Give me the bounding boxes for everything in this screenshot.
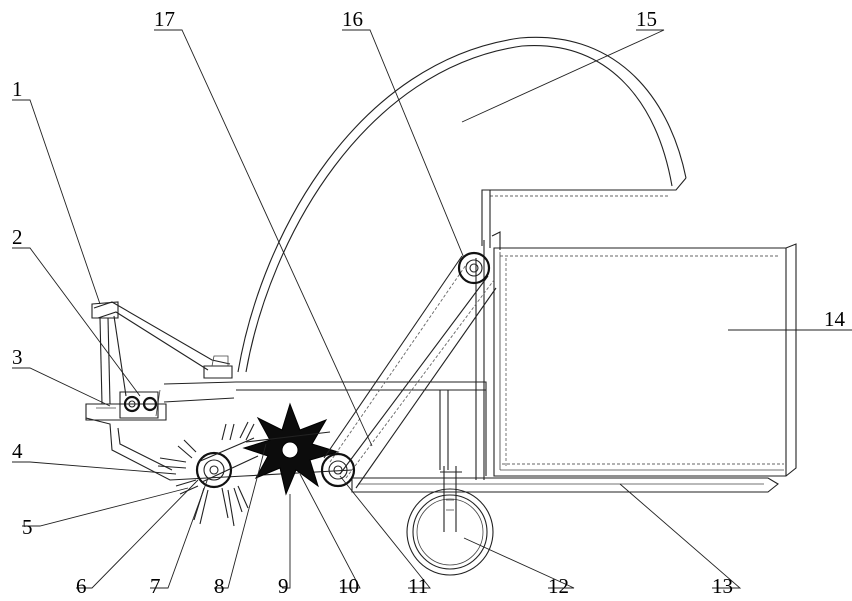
label-16: 16: [342, 7, 363, 31]
bearing-block: [85, 391, 167, 421]
part-labels: 1 2 3 4 5 6 7 8 9 10 11 12 13 14 15 16 1…: [12, 7, 846, 598]
label-7: 7: [150, 574, 161, 598]
star-wheel: [242, 402, 340, 496]
label-5: 5: [22, 515, 33, 539]
label-3: 3: [12, 345, 23, 369]
label-4: 4: [12, 439, 23, 463]
label-14: 14: [824, 307, 846, 331]
label-6: 6: [76, 574, 87, 598]
label-11: 11: [408, 574, 428, 598]
ground-wheel: [406, 466, 494, 576]
label-2: 2: [12, 225, 23, 249]
label-8: 8: [214, 574, 225, 598]
collection-box: [493, 243, 797, 477]
hood-cover: [237, 36, 687, 373]
support-arm: [91, 301, 233, 405]
label-9: 9: [278, 574, 289, 598]
chassis-frame: [236, 231, 779, 493]
label-13: 13: [712, 574, 733, 598]
label-15: 15: [636, 7, 657, 31]
label-12: 12: [548, 574, 569, 598]
leader-lines: [12, 29, 852, 589]
conveyor: [320, 251, 497, 489]
label-10: 10: [338, 574, 359, 598]
label-1: 1: [12, 77, 23, 101]
label-17: 17: [154, 7, 175, 31]
